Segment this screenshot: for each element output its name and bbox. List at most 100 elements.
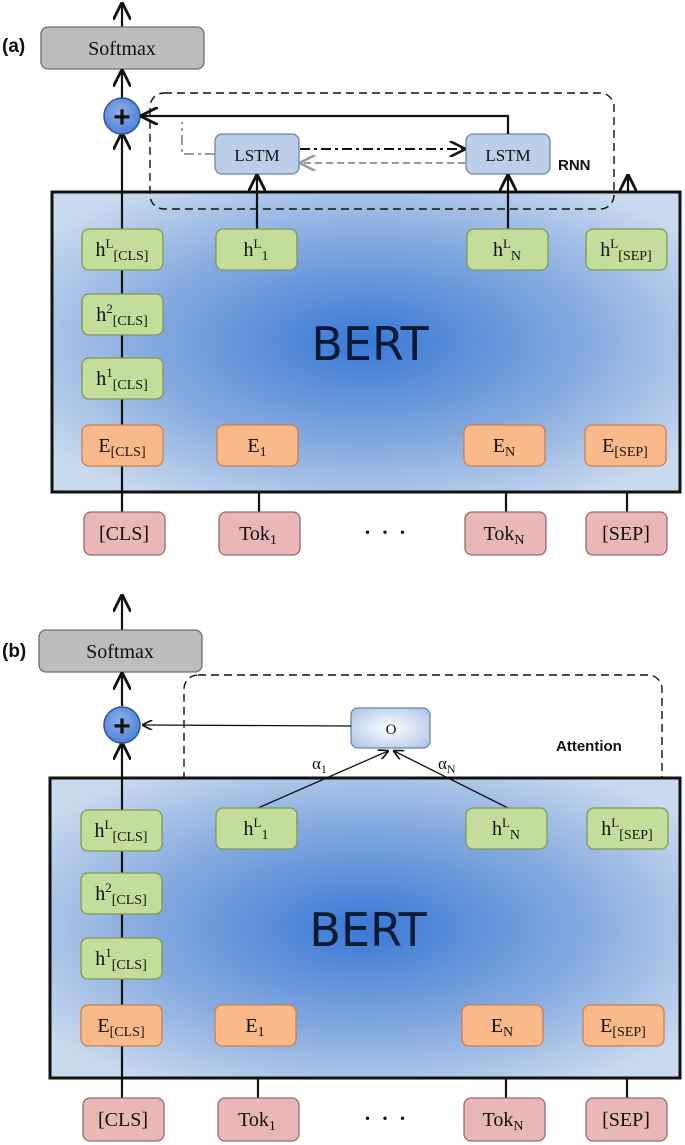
h-cls-L-b-sub: [CLS] (112, 830, 147, 845)
h-1-L-b-base: h (244, 818, 254, 840)
svg-text:TokN: TokN (483, 1109, 524, 1134)
svg-text:TokN: TokN (484, 523, 525, 548)
h-cls-1-box: h1[CLS] (81, 357, 164, 400)
svg-text:αN: αN (438, 754, 456, 776)
e-n-b-sub: N (503, 1025, 513, 1040)
svg-text:EN: EN (493, 435, 515, 460)
svg-text:h2[CLS]: h2[CLS] (95, 880, 147, 908)
h-cls-L-sup: L (106, 236, 114, 251)
softmax-label: Softmax (88, 38, 156, 60)
e-cls-b-base: E (97, 1015, 109, 1037)
softmax-box: Softmax (40, 26, 205, 70)
h-cls-1-b-sub: [CLS] (112, 958, 147, 973)
e-sep-base: E (602, 435, 614, 457)
svg-text:hL1: hL1 (244, 236, 269, 264)
h-1-L-box: hL1 (215, 228, 298, 271)
tok-sep-label: [SEP] (602, 523, 650, 545)
attention-label: Attention (556, 738, 622, 755)
e-sep-b-base: E (600, 1015, 612, 1037)
tok-n-b-sub: N (513, 1119, 523, 1134)
tok-n-b-box: TokN (463, 1097, 546, 1142)
tok-1-b-sub: 1 (269, 1119, 276, 1134)
h-cls-2-box: h2[CLS] (81, 293, 164, 336)
h-cls-1-sup: 1 (106, 365, 113, 380)
svg-text:hL1: hL1 (244, 815, 269, 843)
alpha-1-sub: 1 (321, 762, 327, 776)
e-1-b-base: E (245, 1015, 257, 1037)
e-cls-b-box: E[CLS] (80, 1004, 163, 1047)
rnn-label: RNN (558, 157, 591, 174)
h-sep-L-b-base: h (601, 818, 611, 840)
h-cls-2-b-box: h2[CLS] (80, 872, 163, 915)
e-1-b-box: E1 (214, 1004, 297, 1047)
h-sep-L-box: hL[SEP] (585, 228, 668, 271)
h-1-L-sub: 1 (261, 249, 268, 264)
svg-text:E[SEP]: E[SEP] (602, 435, 648, 460)
e-n-b-box: EN (461, 1004, 544, 1047)
tok-n-base: Tok (484, 523, 515, 545)
tok-1-box: Tok1 (218, 511, 301, 556)
o-box: O (350, 707, 431, 749)
h-1-L-b-box: hL1 (215, 807, 298, 850)
h-cls-L-box: hL[CLS] (81, 228, 164, 271)
h-N-L-b-sub: N (510, 828, 520, 843)
e-n-sub: N (505, 445, 515, 460)
h-sep-L-sub: [SEP] (618, 249, 651, 264)
bert-b-label: BERT (309, 903, 427, 957)
tok-sep-box: [SEP] (585, 511, 668, 556)
svg-text:E[CLS]: E[CLS] (98, 435, 145, 460)
hn-to-o-arrow (394, 751, 509, 809)
tok-cls-box: [CLS] (83, 511, 166, 556)
h-N-L-b-box: hLN (465, 807, 548, 850)
h-cls-2-sub: [CLS] (113, 314, 148, 329)
svg-text:h1[CLS]: h1[CLS] (95, 945, 147, 973)
e-cls-base: E (98, 435, 110, 457)
svg-text:Tok1: Tok1 (238, 1109, 276, 1134)
ellipsis-b: · · · (363, 1102, 408, 1135)
o-label: O (386, 722, 397, 738)
h-N-L-box: hLN (466, 228, 549, 271)
h-N-L-b-sup: L (502, 815, 510, 830)
e-1-b-sub: 1 (258, 1025, 265, 1040)
alpha-1-base: α (312, 754, 321, 773)
svg-text:α1: α1 (312, 754, 327, 776)
bert-label: BERT (311, 317, 429, 371)
e-1-base: E (247, 435, 259, 457)
h-cls-2-b-base: h (95, 883, 105, 905)
svg-text:h1[CLS]: h1[CLS] (96, 365, 148, 393)
softmax-b-box: Softmax (38, 629, 203, 673)
h-1-L-sup: L (254, 236, 262, 251)
svg-text:E[SEP]: E[SEP] (600, 1015, 646, 1040)
panel-a-label: (a) (2, 36, 25, 57)
e-cls-sub: [CLS] (111, 445, 146, 460)
e-1-box: E1 (216, 424, 299, 467)
h-cls-1-b-base: h (95, 948, 105, 970)
e-cls-b-sub: [CLS] (110, 1025, 145, 1040)
h-1-L-base: h (244, 239, 254, 261)
tok-1-base: Tok (239, 523, 270, 545)
tok-1-b-box: Tok1 (217, 1097, 300, 1142)
e-n-b-base: E (491, 1015, 503, 1037)
rnn-region (149, 92, 615, 210)
h-cls-1-base: h (96, 368, 106, 390)
e-n-box: EN (463, 424, 546, 467)
svg-text:E[CLS]: E[CLS] (97, 1015, 144, 1040)
h-1-L-b-sup: L (254, 815, 262, 830)
h-cls-1-sub: [CLS] (113, 378, 148, 393)
h-cls-L-sub: [CLS] (113, 249, 148, 264)
o-to-plus-arrow (143, 725, 352, 726)
h-N-L-sup: L (503, 236, 511, 251)
h-sep-L-sup: L (610, 236, 618, 251)
h1-to-o-arrow (257, 751, 388, 809)
plus-symbol: + (113, 101, 131, 134)
svg-text:EN: EN (491, 1015, 513, 1040)
panel-a: (a) Softmax BERT + RNN LSTM LSTM (2, 4, 682, 556)
alpha-n-base: α (438, 754, 447, 773)
svg-text:hL[CLS]: hL[CLS] (96, 236, 149, 264)
tok-cls-b-label: [CLS] (98, 1109, 148, 1131)
h-N-L-base: h (493, 239, 503, 261)
softmax-b-label: Softmax (86, 641, 154, 663)
lstm-left-box: LSTM (214, 133, 300, 175)
plus-node: + (103, 97, 141, 135)
